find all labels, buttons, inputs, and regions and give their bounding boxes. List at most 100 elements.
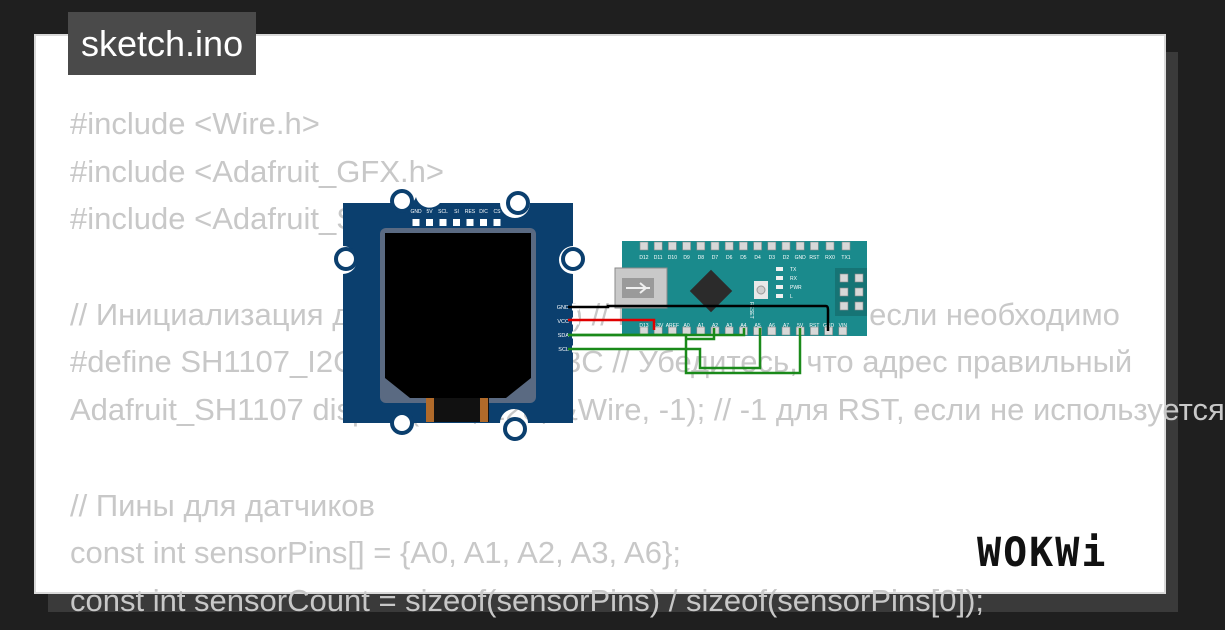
nano-led	[776, 285, 783, 289]
oled-flex-pad-right	[480, 398, 488, 422]
nano-bottom-pin-label: VIN	[839, 323, 848, 329]
nano-top-pin-label: RX0	[825, 255, 835, 261]
nano-top-pin[interactable]	[653, 241, 663, 251]
oled-flex-pad-left	[426, 398, 434, 422]
nano-reset-button	[756, 285, 766, 295]
nano-top-pin-label: D8	[698, 255, 705, 261]
nano-bottom-pin[interactable]	[767, 326, 777, 336]
oled-mount-hole-l	[334, 247, 358, 271]
nano-top-pin-label: D9	[683, 255, 690, 261]
nano-top-pin[interactable]	[767, 241, 777, 251]
nano-top-pin-label: D12	[639, 255, 648, 261]
oled-side-pin-label: SDA	[558, 333, 570, 339]
nano-bottom-pin-label: AREF	[666, 323, 679, 329]
oled-top-pin[interactable]	[453, 219, 460, 226]
oled-top-pin-label: SI	[454, 209, 459, 215]
nano-top-pin-label: D11	[654, 255, 663, 261]
oled-top-pin[interactable]	[480, 219, 487, 226]
nano-bottom-pin[interactable]	[838, 326, 848, 336]
nano-bottom-pin[interactable]	[753, 326, 762, 336]
nano-led-label: RX	[790, 276, 798, 282]
nano-top-pin[interactable]	[739, 241, 748, 251]
nano-led-label: PWR	[790, 285, 802, 291]
wokwi-logo-text: WOKWi	[977, 530, 1107, 576]
code-line: // Пины для датчиков	[70, 487, 375, 523]
code-line: #include <Wire.h>	[70, 106, 320, 141]
nano-top-pin-label: TX1	[841, 255, 850, 261]
nano-top-pin[interactable]	[753, 241, 762, 251]
nano-top-pin[interactable]	[841, 241, 851, 251]
oled-top-pin[interactable]	[426, 219, 433, 226]
nano-bottom-pin-label: A6	[769, 323, 775, 329]
nano-top-pin-label: D10	[668, 255, 677, 261]
nano-icsp-pin[interactable]	[839, 287, 849, 297]
nano-led-label: L	[790, 294, 793, 300]
nano-top-pin[interactable]	[696, 241, 706, 251]
oled-top-pin-label: 5V	[426, 209, 433, 215]
nano-bottom-pin-label: RST	[809, 323, 819, 329]
nano-led-group: TX RX PWR L	[776, 267, 802, 300]
nano-top-pin-label: D4	[754, 255, 761, 261]
nano-icsp-pins	[839, 273, 864, 311]
wires	[568, 304, 830, 375]
oled-mount-hole-tr	[506, 191, 530, 215]
nano-top-pin[interactable]	[795, 241, 805, 251]
nano-icsp-pin[interactable]	[854, 287, 864, 297]
oled-top-pin-label: D/C	[479, 209, 488, 215]
oled-side-pin-label: VCC	[557, 319, 569, 325]
oled-side-pin-label: SCL	[558, 347, 569, 353]
code-line: const int sensorPins[] = {A0, A1, A2, A3…	[70, 535, 681, 571]
nano-icsp-pin[interactable]	[839, 273, 849, 283]
oled-top-pin-label: CS	[494, 209, 502, 215]
nano-bottom-pin-label: A2	[712, 323, 718, 329]
nano-led	[776, 276, 783, 280]
wire-scl	[568, 328, 762, 370]
nano-top-pin-label: D7	[712, 255, 719, 261]
nano-top-pin[interactable]	[668, 241, 677, 251]
oled-top-pin-label: SCL	[438, 209, 448, 215]
nano-top-pin-label: GND	[795, 255, 807, 261]
oled-top-pin[interactable]	[466, 219, 474, 226]
nano-bottom-pin-label: A5	[755, 323, 761, 329]
nano-top-pin[interactable]	[825, 241, 835, 251]
nano-led	[776, 267, 783, 271]
nano-bottom-pin-label: A0	[684, 323, 690, 329]
nano-top-pin[interactable]	[682, 241, 691, 251]
nano-bottom-pin[interactable]	[781, 326, 791, 336]
nano-top-pin[interactable]	[639, 241, 649, 251]
oled-top-pin[interactable]	[412, 219, 420, 226]
nano-top-pin[interactable]	[810, 241, 819, 251]
wokwi-logo[interactable]: WOKWi	[975, 528, 1155, 578]
nano-top-pin[interactable]	[724, 241, 734, 251]
nano-top-pin[interactable]	[781, 241, 791, 251]
nano-bottom-pin-label: A4	[740, 323, 746, 329]
nano-icsp-pin[interactable]	[839, 301, 849, 311]
oled-top-pin[interactable]	[439, 219, 447, 226]
nano-bottom-pin-label: D13	[639, 323, 648, 329]
sketch-filename-tab[interactable]: sketch.ino	[68, 12, 257, 75]
oled-top-pin[interactable]	[493, 219, 501, 226]
nano-bottom-pin-label: 3.3V	[653, 323, 664, 329]
oled-flex-cable	[426, 398, 489, 422]
nano-led-label: TX	[790, 267, 797, 273]
oled-mount-hole-tl	[390, 189, 414, 213]
nano-top-pin-label: D3	[769, 255, 776, 261]
oled-mount-hole-r	[561, 247, 585, 271]
nano-icsp-pin[interactable]	[854, 301, 864, 311]
nano-icsp-pin[interactable]	[854, 273, 864, 283]
nano-top-pin[interactable]	[710, 241, 720, 251]
nano-top-pin-label: D2	[783, 255, 790, 261]
oled-top-pin-label: RES	[465, 209, 476, 215]
nano-bottom-pin-label: A7	[783, 323, 789, 329]
wire-sda-link	[568, 328, 746, 337]
oled-side-pin-label: GND	[557, 305, 569, 311]
nano-bottom-pin[interactable]	[810, 326, 819, 336]
nano-led	[776, 294, 783, 298]
oled-top-pin-label: GND	[410, 209, 422, 215]
nano-top-pin-label: D5	[740, 255, 747, 261]
nano-bottom-pin-label: 5V	[797, 323, 804, 329]
